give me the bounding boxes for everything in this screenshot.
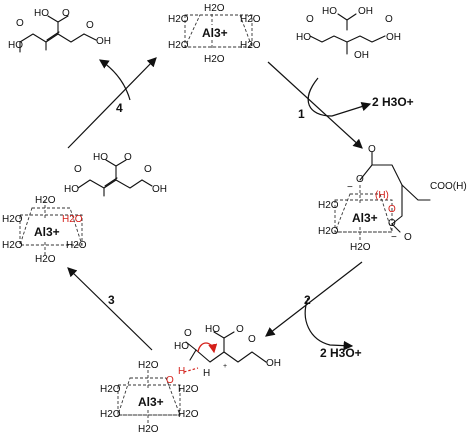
oxygen-label: O (144, 164, 152, 175)
step2-arrow (265, 261, 363, 337)
step4-side-arrow (99, 59, 131, 101)
hydrogen-label: H (203, 368, 210, 379)
water-label: H2O (35, 254, 56, 265)
hydrogen-bond-dashes (183, 367, 199, 373)
water-label: H2O (168, 14, 189, 25)
oxygen-label: O (356, 174, 364, 185)
water-label: H2O (138, 360, 159, 371)
water-label: H2O (2, 240, 23, 251)
aluminum-citrate-complex: O O − (H) O O O − COO(H) H2O H2O H2O Al3… (318, 144, 467, 253)
hydroxyl-label: OH (386, 32, 401, 43)
aconitic-acid-left: HO HO O OH O O (64, 152, 167, 197)
oxygen-label: O (385, 14, 393, 25)
oxygen-label: O (124, 152, 132, 163)
oxygen-label: O (404, 232, 412, 243)
hydroxyl-label: HO (93, 152, 108, 163)
water-label: H2O (240, 40, 261, 51)
hydroxyl-label: HO (34, 8, 49, 19)
water-label: H2O (35, 195, 56, 206)
hydroxyl-label: OH (266, 358, 281, 369)
aluminum-hexaaqua-left: H2O H2O H2O H2O H2O H2O Al3+ (2, 195, 87, 265)
red-oxygen-label: O (166, 375, 174, 386)
positive-charge: + (223, 363, 227, 370)
water-label: H2O (204, 54, 225, 65)
citric-acid-top-right: HO HO OH OH OH O O (296, 6, 401, 61)
step1-side-arrow (307, 77, 372, 117)
oxygen-label: O (236, 324, 244, 335)
water-label: H2O (350, 242, 371, 253)
water-label: H2O (168, 40, 189, 51)
step1-arrow (267, 61, 363, 149)
aluminum-ion-label: Al3+ (34, 225, 60, 239)
step2-side-arrow (304, 297, 354, 351)
water-label: H2O (138, 424, 159, 435)
negative-charge: − (347, 182, 353, 193)
oxygen-label: O (388, 218, 396, 229)
oxygen-label: O (248, 334, 256, 345)
hydroxyl-label: HO (205, 324, 220, 335)
oxygen-label: O (184, 328, 192, 339)
water-label: H2O (204, 3, 225, 14)
water-label: H2O (318, 200, 339, 211)
step1-label: 1 (298, 107, 305, 121)
hydroxyl-label: OH (152, 184, 167, 195)
step3-label: 3 (108, 293, 115, 307)
aluminum-hexaaqua-top: H2O H2O H2O H2O H2O H2O Al3+ (168, 3, 261, 65)
hydroxyl-label: HO (64, 184, 79, 195)
water-label: H2O (100, 409, 121, 420)
step4-arrow (67, 57, 157, 149)
oxygen-label: O (16, 18, 24, 29)
electron-push-arrow (197, 342, 218, 354)
red-hydrogen-label: H (178, 366, 185, 377)
aconitic-acid-top-left: HO HO O OH O O (8, 8, 111, 53)
hydroxyl-label: OH (96, 36, 111, 47)
carboxyl-label: COO(H) (430, 181, 467, 192)
aluminum-ion-label: Al3+ (352, 211, 378, 225)
h3o-release-label: 2 H3O+ (372, 95, 414, 109)
oxygen-label: O (86, 20, 94, 31)
oxygen-label: O (62, 8, 70, 19)
water-label: H2O (178, 384, 199, 395)
negative-charge: − (391, 232, 397, 243)
step2-label: 2 (304, 293, 311, 307)
water-label: H2O (318, 226, 339, 237)
aluminum-ion-label: Al3+ (202, 26, 228, 40)
water-label: H2O (178, 409, 199, 420)
step3-arrow (67, 267, 153, 351)
oxygen-label: O (368, 144, 376, 155)
water-label: H2O (240, 14, 261, 25)
aluminum-ion-label: Al3+ (138, 395, 164, 409)
red-oxygen-label: O (388, 204, 396, 215)
hydroxyl-label: HO (174, 341, 189, 352)
h3o-release-label: 2 H3O+ (320, 346, 362, 360)
water-label: H2O (100, 384, 121, 395)
water-label: H2O (66, 240, 87, 251)
aluminum-hydrate-intermediate: H2O H2O H2O H2O H2O H2O Al3+ O H H + HO … (100, 324, 281, 435)
hydrogen-paren-label: (H) (375, 190, 389, 201)
hydroxyl-label: HO (322, 6, 337, 17)
hydroxyl-label: OH (358, 6, 373, 17)
red-water-label: H2O (62, 214, 83, 225)
oxygen-label: O (74, 164, 82, 175)
step4-label: 4 (116, 101, 123, 115)
oxygen-label: O (306, 14, 314, 25)
hydroxyl-label: HO (296, 32, 311, 43)
water-label: H2O (2, 214, 23, 225)
hydroxyl-label: OH (354, 50, 369, 61)
hydroxyl-label: HO (8, 40, 23, 51)
